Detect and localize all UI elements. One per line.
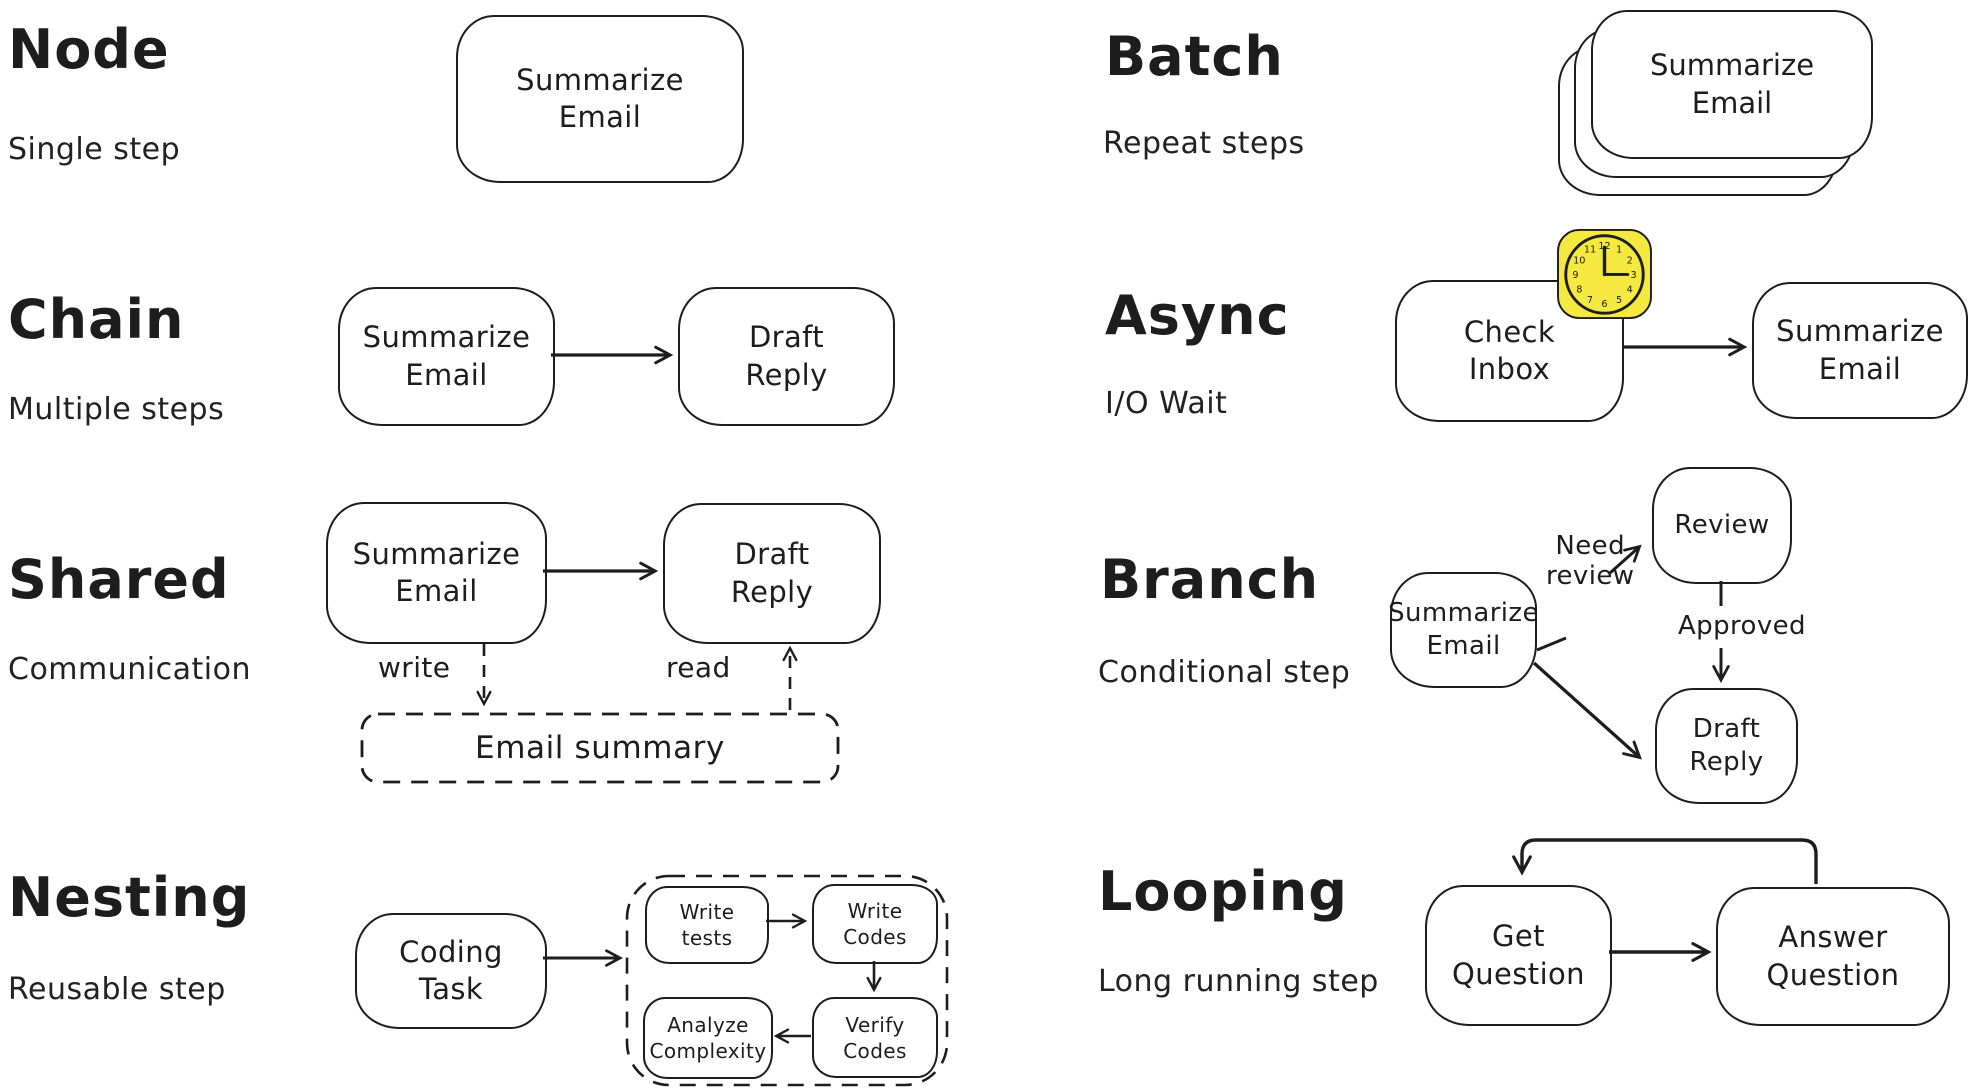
- branch-subtitle: Conditional step: [1098, 655, 1351, 690]
- nesting-box-write-tests: Write tests: [645, 886, 769, 964]
- svg-text:9: 9: [1572, 270, 1578, 281]
- looping-box-get-question: Get Question: [1425, 885, 1612, 1026]
- shared-title: Shared: [8, 548, 230, 611]
- branch-need-review-label: Need review: [1546, 531, 1635, 591]
- node-box-summarize-email: Summarize Email: [456, 15, 744, 183]
- looping-subtitle: Long running step: [1098, 964, 1379, 999]
- svg-text:6: 6: [1601, 299, 1607, 310]
- svg-text:8: 8: [1576, 284, 1582, 295]
- looping-arrow-back: [1512, 838, 1818, 884]
- shared-read-label: read: [666, 651, 731, 684]
- svg-text:11: 11: [1584, 245, 1596, 256]
- node-subtitle: Single step: [8, 132, 181, 167]
- looping-title: Looping: [1098, 860, 1348, 923]
- batch-subtitle: Repeat steps: [1103, 126, 1305, 161]
- async-title: Async: [1105, 284, 1290, 347]
- async-subtitle: I/O Wait: [1105, 386, 1228, 421]
- svg-text:4: 4: [1627, 284, 1633, 295]
- shared-subtitle: Communication: [8, 652, 251, 687]
- svg-text:1: 1: [1616, 245, 1622, 256]
- branch-direct-arrow: [1532, 661, 1642, 760]
- svg-text:5: 5: [1616, 295, 1622, 306]
- node-title: Node: [8, 18, 170, 81]
- branch-box-review: Review: [1652, 467, 1792, 584]
- nesting-subtitle: Reusable step: [8, 972, 226, 1007]
- async-box-summarize-email: Summarize Email: [1752, 282, 1968, 419]
- nesting-box-write-codes: Write Codes: [812, 884, 938, 964]
- async-box-check-inbox: Check Inbox: [1395, 280, 1624, 422]
- svg-text:2: 2: [1627, 255, 1633, 266]
- chain-subtitle: Multiple steps: [8, 392, 225, 427]
- chain-box-draft-reply: Draft Reply: [678, 287, 895, 426]
- branch-title: Branch: [1100, 548, 1320, 611]
- nesting-title: Nesting: [8, 866, 251, 929]
- chain-title: Chain: [8, 288, 185, 351]
- batch-title: Batch: [1105, 25, 1284, 88]
- shared-write-label: write: [378, 651, 451, 684]
- branch-need-arrow-tail: [1536, 636, 1567, 652]
- svg-text:7: 7: [1587, 295, 1593, 306]
- chain-box-summarize-email: Summarize Email: [338, 287, 555, 426]
- clock-icon: 121234567891011: [1556, 228, 1653, 320]
- nesting-box-coding-task: Coding Task: [355, 913, 547, 1029]
- branch-box-draft-reply: Draft Reply: [1655, 688, 1798, 804]
- shared-store-email-summary: Email summary: [475, 730, 725, 766]
- nesting-box-verify-codes: Verify Codes: [812, 997, 938, 1078]
- svg-text:10: 10: [1573, 255, 1585, 266]
- nesting-box-analyze-complexity: Analyze Complexity: [643, 997, 773, 1079]
- looping-box-answer-question: Answer Question: [1716, 887, 1950, 1026]
- svg-text:3: 3: [1630, 270, 1636, 281]
- shared-box-draft-reply: Draft Reply: [663, 503, 881, 644]
- batch-card-front: Summarize Email: [1591, 10, 1873, 159]
- shared-box-summarize-email: Summarize Email: [326, 502, 547, 644]
- branch-approved-label: Approved: [1678, 611, 1806, 641]
- branch-box-summarize-email: Summarize Email: [1388, 572, 1538, 688]
